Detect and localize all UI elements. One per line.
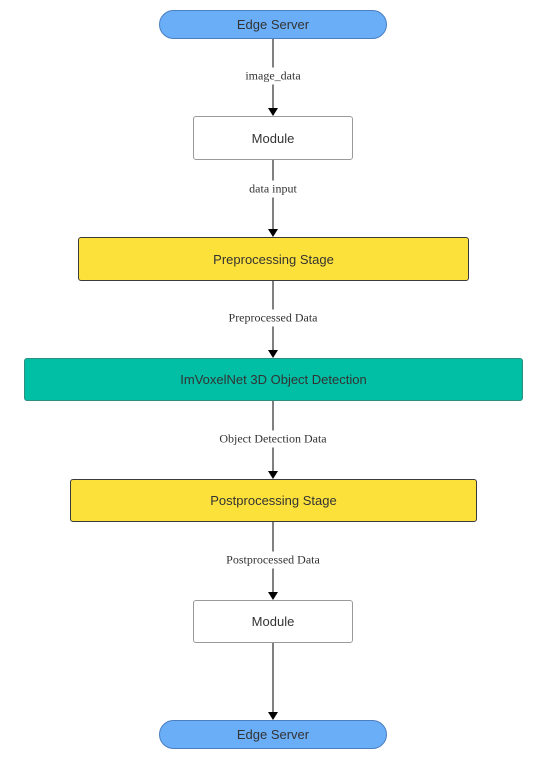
postprocessing-stage-label: Postprocessing Stage bbox=[210, 493, 337, 508]
edge-server-bottom-node: Edge Server bbox=[159, 720, 387, 749]
object-detection-label: ImVoxelNet 3D Object Detection bbox=[180, 372, 367, 387]
edge-server-top-node: Edge Server bbox=[159, 10, 387, 39]
preprocessing-stage-node: Preprocessing Stage bbox=[78, 237, 469, 281]
module-bottom-node: Module bbox=[193, 600, 353, 643]
module-top-label: Module bbox=[251, 130, 295, 146]
postprocessing-stage-node: Postprocessing Stage bbox=[70, 479, 477, 522]
edge-label-postprocessed-data: Postprocessed Data bbox=[223, 551, 323, 569]
edge-server-top-label: Edge Server bbox=[236, 17, 310, 32]
module-top-node: Module bbox=[193, 116, 353, 160]
object-detection-node: ImVoxelNet 3D Object Detection bbox=[24, 358, 523, 401]
edge-label-object-detection-data: Object Detection Data bbox=[216, 430, 330, 448]
edge-label-data-input: data input bbox=[246, 180, 300, 198]
preprocessing-stage-label: Preprocessing Stage bbox=[213, 251, 334, 267]
edge-server-bottom-label: Edge Server bbox=[236, 727, 310, 742]
module-bottom-label: Module bbox=[251, 614, 295, 629]
edge-label-preprocessed-data: Preprocessed Data bbox=[225, 309, 321, 327]
edge-label-image-data: image_data bbox=[242, 67, 304, 85]
